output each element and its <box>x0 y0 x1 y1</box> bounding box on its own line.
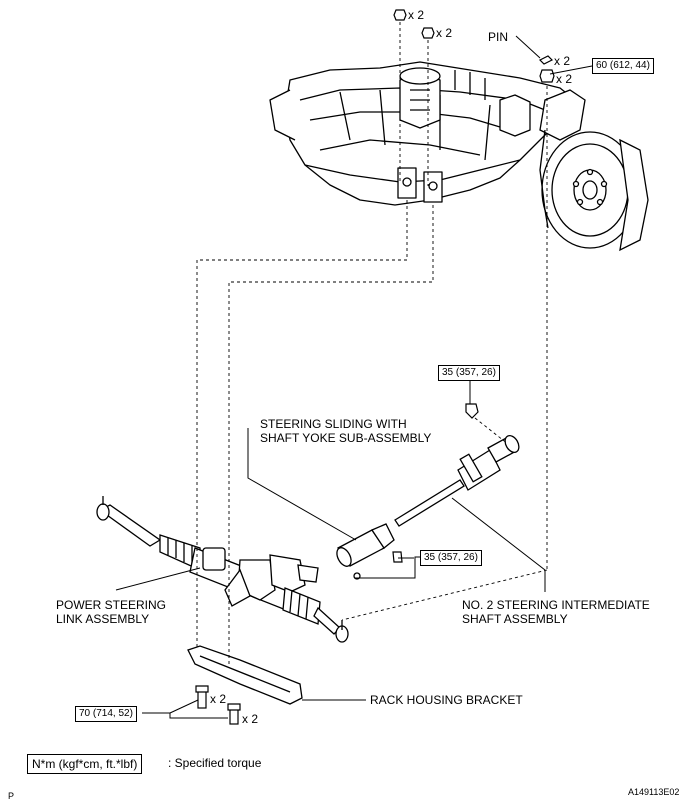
label-power-steering-2: LINK ASSEMBLY <box>56 612 150 626</box>
qty-bolt-lower: x 2 <box>242 712 259 726</box>
qty-top-left: x 2 <box>408 8 425 22</box>
qty-bolt-upper: x 2 <box>210 692 227 706</box>
fasteners <box>195 9 555 725</box>
suspension-crossmember <box>269 61 576 206</box>
sliding-yoke <box>336 523 401 580</box>
legend-unit-box: N*m (kgf*cm, ft.*lbf) <box>27 754 143 774</box>
legend-text: : Specified torque <box>168 756 262 770</box>
rack-housing-bracket <box>187 645 303 705</box>
leader-lines <box>115 35 593 719</box>
torque-60: 60 (612, 44) <box>592 58 654 74</box>
label-intermediate-shaft-1: NO. 2 STEERING INTERMEDIATE <box>462 598 650 612</box>
label-pin: PIN <box>488 30 509 44</box>
label-steering-sliding-1: STEERING SLIDING WITH <box>260 417 407 431</box>
figure-id: A149113E02 <box>628 787 680 797</box>
power-steering-rack <box>96 496 349 643</box>
brake-rotor-knuckle <box>539 89 649 252</box>
intermediate-shaft <box>394 434 520 527</box>
qty-nut-60: x 2 <box>556 72 573 86</box>
torque-35-side: 35 (357, 26) <box>420 550 482 566</box>
torque-70: 70 (714, 52) <box>75 706 137 722</box>
dashed-assembly-lines <box>196 22 548 665</box>
label-intermediate-shaft-2: SHAFT ASSEMBLY <box>462 612 568 626</box>
label-power-steering-1: POWER STEERING <box>56 598 167 612</box>
qty-top-mid: x 2 <box>436 26 453 40</box>
corner-code-left: P <box>8 791 15 801</box>
qty-pin: x 2 <box>554 54 571 68</box>
torque-35-top: 35 (357, 26) <box>438 365 500 381</box>
label-rack-bracket: RACK HOUSING BRACKET <box>370 693 523 707</box>
label-steering-sliding-2: SHAFT YOKE SUB-ASSEMBLY <box>260 431 432 445</box>
